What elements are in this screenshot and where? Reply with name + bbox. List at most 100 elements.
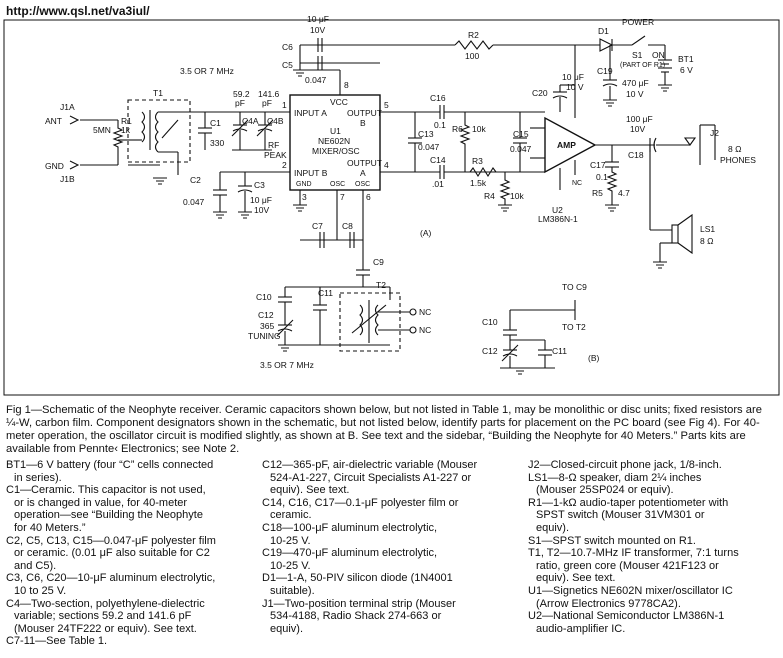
parts-list-line: C1—Ceramic. This capacitor is not used, bbox=[6, 484, 206, 497]
u1-output-a-label-1: OUTPUT bbox=[347, 158, 382, 168]
parts-list-line: R1—1-kΩ audio-taper potentiometer with bbox=[528, 496, 729, 509]
c12-value: 365 bbox=[260, 321, 274, 331]
bt1-label: BT1 bbox=[678, 54, 694, 64]
c1-label: C1 bbox=[210, 118, 221, 128]
r5-value: 4.7 bbox=[618, 188, 630, 198]
c19-label: C19 bbox=[597, 66, 613, 76]
u2-nc-label: NC bbox=[572, 180, 582, 187]
c17-label: C17 bbox=[590, 160, 606, 170]
figure-caption: Fig 1—Schematic of the Neophyte receiver… bbox=[6, 404, 762, 455]
ant-label: ANT bbox=[45, 116, 62, 126]
parts-list-line: SPST switch (Mouser 31VM301 or bbox=[536, 509, 705, 522]
u1-vcc-label: VCC bbox=[330, 97, 348, 107]
parts-list-line: 10-25 V. bbox=[270, 559, 311, 572]
u1-output-a-label-2: A bbox=[360, 168, 366, 178]
parts-list-line: U2—National Semiconductor LM386N-1 bbox=[528, 610, 725, 623]
parts-list-line: S1—SPST switch mounted on R1. bbox=[528, 534, 696, 547]
parts-list-line: LS1—8-Ω speaker, diam 2¼ inches bbox=[528, 471, 702, 484]
c11-label: C11 bbox=[318, 288, 333, 298]
parts-list-line: C14, C16, C17—0.1-μF polyester film or bbox=[262, 496, 459, 509]
u1-function-label: MIXER/OSC bbox=[312, 146, 360, 156]
phones-label-1: 8 Ω bbox=[728, 144, 741, 154]
pin2-label: 2 bbox=[282, 160, 287, 170]
parts-list-line: ratio, green core (Mouser 421F123 or bbox=[536, 559, 719, 572]
c15-label: C15 bbox=[513, 129, 529, 139]
pin3-label: 3 bbox=[302, 192, 307, 202]
c6-value-2: 10V bbox=[310, 25, 325, 35]
parts-list-line: (Mouser 24TF222 or equiv). See text. bbox=[14, 622, 197, 635]
c5-value: 0.047 bbox=[305, 75, 327, 85]
c4a-value-2: pF bbox=[235, 98, 245, 108]
parts-list-line: in series). bbox=[14, 471, 62, 484]
c14-value: .01 bbox=[432, 179, 444, 189]
r4-label: R4 bbox=[484, 191, 495, 201]
c13-value: 0.047 bbox=[418, 142, 440, 152]
parts-list-line: U1—Signetics NE602N mixer/oscillator IC bbox=[528, 584, 733, 597]
c4b-value-2: pF bbox=[262, 98, 272, 108]
r1-value: 5MN bbox=[93, 125, 111, 135]
parts-list-line: C18—100-μF aluminum electrolytic, bbox=[262, 521, 438, 534]
rf-peak-label-2: PEAK bbox=[264, 150, 287, 160]
u2-amp-label: AMP bbox=[557, 140, 576, 150]
schematic-diagram: ANT GND J1A J1B R1 5MN 1k T1 C1 330 C2 0… bbox=[3, 14, 780, 396]
ls1-value: 8 Ω bbox=[700, 236, 713, 246]
band-top-label: 3.5 OR 7 MHz bbox=[180, 66, 234, 76]
to-c9-label: TO C9 bbox=[562, 282, 587, 292]
c16-value: 0.1 bbox=[434, 120, 446, 130]
c4b-value-1: 141.6 bbox=[258, 89, 280, 99]
alt-c10-label: C10 bbox=[482, 317, 498, 327]
source-url: http://www.qsl.net/va3iul/ bbox=[6, 4, 150, 18]
parts-list-line: C2, C5, C13, C15—0.047-μF polyester film bbox=[6, 534, 216, 547]
parts-list-line: 10-25 V. bbox=[270, 534, 311, 547]
c18-label: C18 bbox=[628, 150, 644, 160]
parts-list-line: C19—470-μF aluminum electrolytic, bbox=[262, 547, 438, 560]
gnd-label: GND bbox=[45, 161, 64, 171]
c20-value-1: 10 μF bbox=[562, 72, 584, 82]
parts-list-line: suitable). bbox=[270, 584, 315, 597]
c4b-label: C4B bbox=[267, 116, 284, 126]
parts-list-line: equiv). bbox=[536, 521, 570, 534]
c1-value: 330 bbox=[210, 138, 224, 148]
c2-value: 0.047 bbox=[183, 197, 205, 207]
parts-list-line: C12—365-pF, air-dielectric variable (Mou… bbox=[262, 459, 478, 471]
section-b-label: (B) bbox=[588, 353, 600, 363]
c19-value-2: 10 V bbox=[626, 89, 644, 99]
u1-gnd-label: GND bbox=[296, 181, 312, 188]
parts-list-line: for 40 Meters.” bbox=[14, 521, 86, 534]
c17-value: 0.1 bbox=[596, 172, 608, 182]
alt-c11-label: C11 bbox=[552, 346, 567, 356]
c3-value-2: 10V bbox=[254, 205, 269, 215]
u1-part-label: NE602N bbox=[318, 136, 350, 146]
parts-list-line: and C5). bbox=[14, 559, 57, 572]
c9-label: C9 bbox=[373, 257, 384, 267]
parts-list-line: audio-amplifier IC. bbox=[536, 622, 626, 635]
parts-list-line: variable; sections 59.2 and 141.6 pF bbox=[14, 610, 192, 623]
r3-value: 1.5k bbox=[470, 178, 487, 188]
t1-label: T1 bbox=[153, 88, 163, 98]
j1a-label: J1A bbox=[60, 102, 75, 112]
c3-value-1: 10 μF bbox=[250, 195, 272, 205]
u2-label: U2 bbox=[552, 205, 563, 215]
c10-label: C10 bbox=[256, 292, 272, 302]
to-t2-label: TO T2 bbox=[562, 322, 586, 332]
c19-value-1: 470 μF bbox=[622, 78, 649, 88]
pin4-label: 4 bbox=[384, 160, 389, 170]
parts-list-line: equiv). bbox=[270, 622, 304, 635]
parts-list-line: J2—Closed-circuit phone jack, 1/8-inch. bbox=[528, 459, 722, 471]
r3-label: R3 bbox=[472, 156, 483, 166]
rf-peak-label-1: RF bbox=[268, 140, 279, 150]
c18-value-2: 10V bbox=[630, 124, 645, 134]
r1-value-2: 1k bbox=[121, 125, 131, 135]
parts-list-line: (Mouser 25SP024 or equiv). bbox=[536, 484, 674, 497]
bt1-value: 6 V bbox=[680, 65, 693, 75]
c20-value-2: 10 V bbox=[566, 82, 584, 92]
c13-label: C13 bbox=[418, 129, 434, 139]
parts-list-line: or ceramic. (0.01 μF also suitable for C… bbox=[14, 547, 210, 560]
parts-list-line: equiv). See text. bbox=[536, 572, 616, 585]
parts-list-line: C7-11—See Table 1. bbox=[6, 635, 108, 648]
r6-label: R6 bbox=[452, 124, 463, 134]
t2-label: T2 bbox=[376, 280, 386, 290]
u1-input-a-label: INPUT A bbox=[294, 108, 327, 118]
c8-label: C8 bbox=[342, 221, 353, 231]
section-a-label: (A) bbox=[420, 228, 432, 238]
